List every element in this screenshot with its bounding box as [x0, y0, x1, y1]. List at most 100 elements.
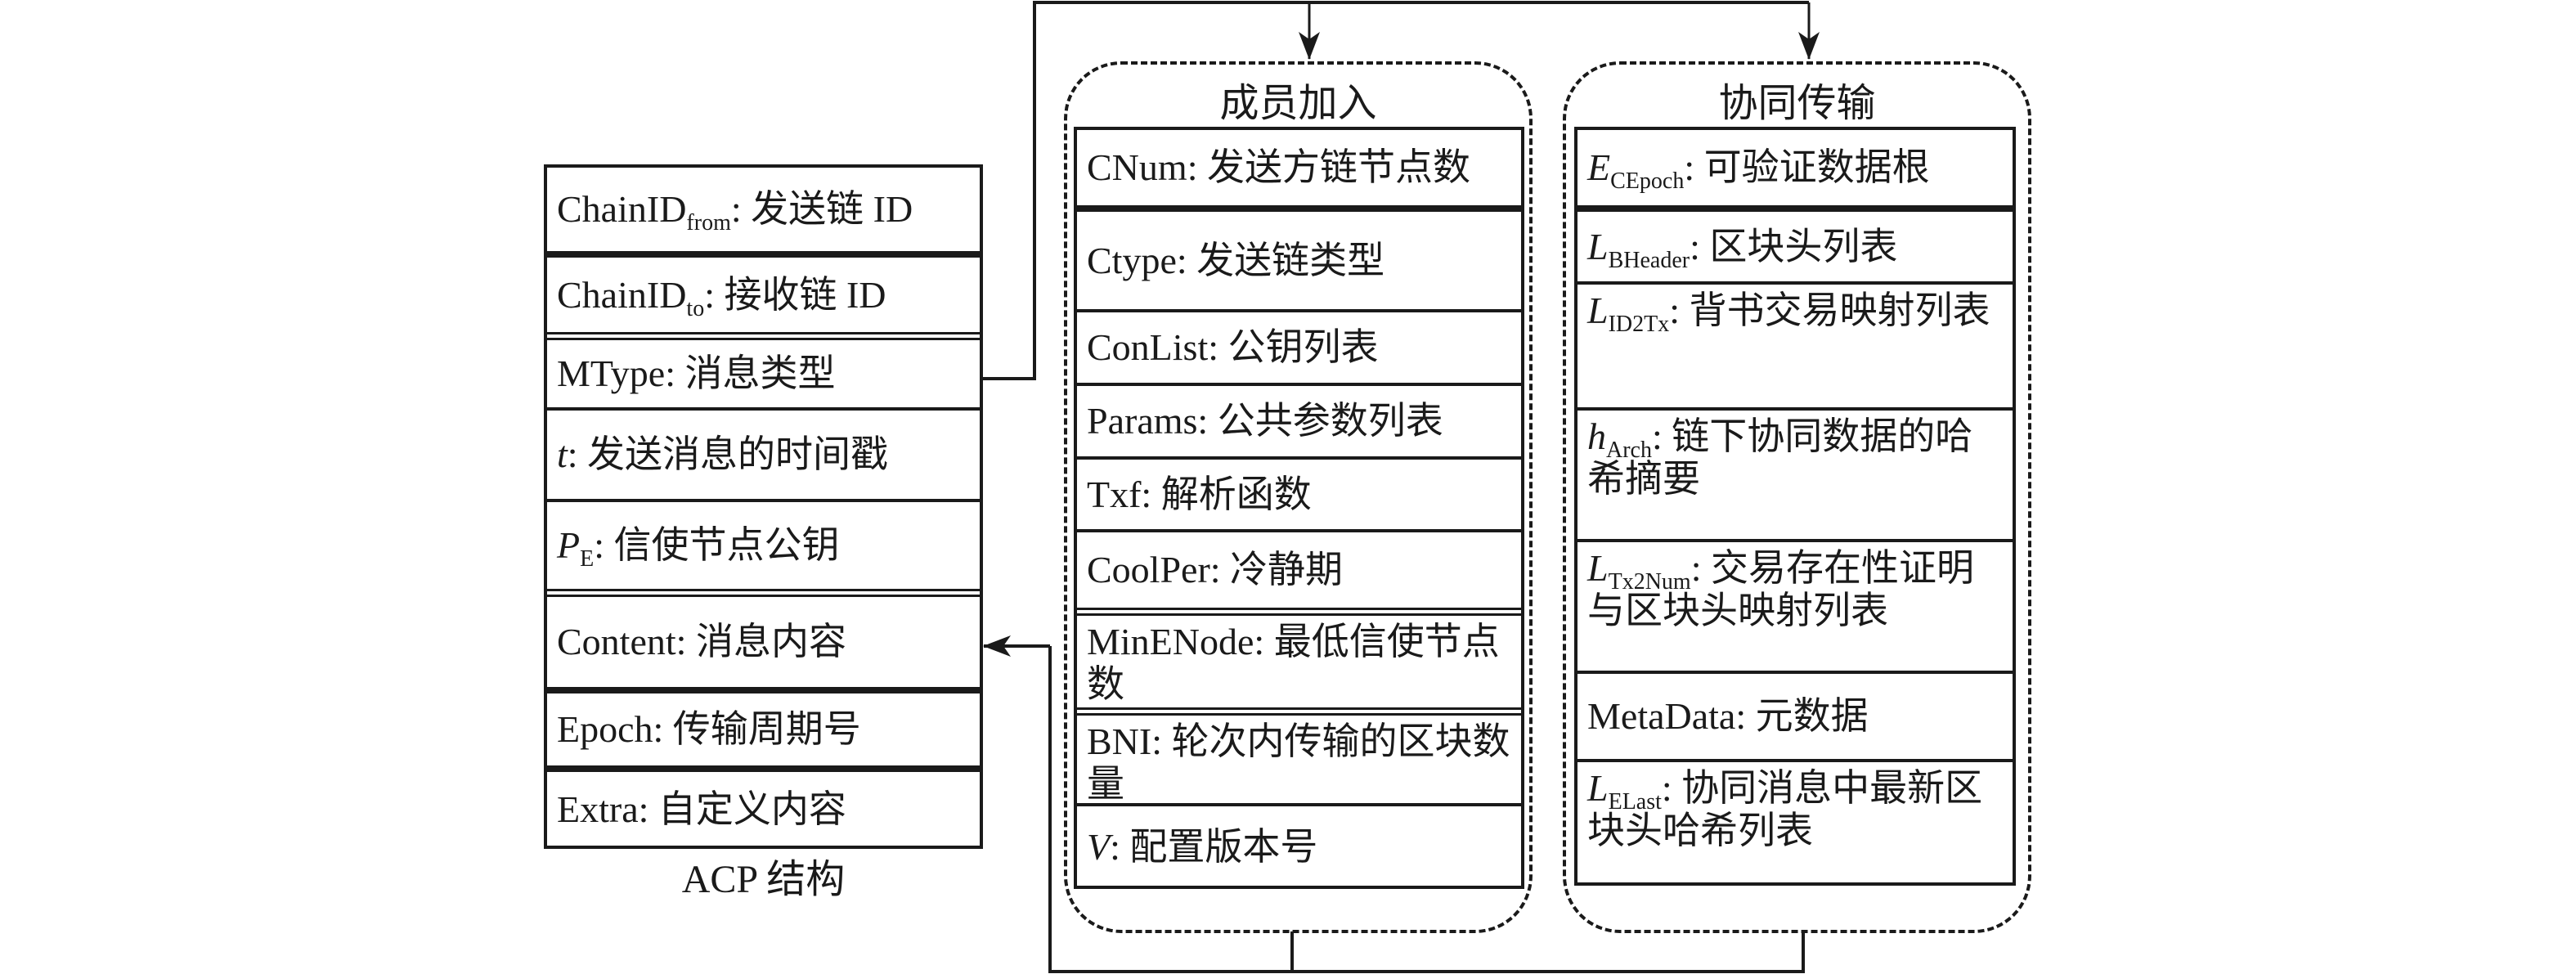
field-label: Ctype: 发送链类型: [1087, 240, 1384, 282]
field-label: ECEpoch: 可验证数据根: [1587, 146, 1930, 193]
field-name: Ctype: [1087, 239, 1177, 281]
field-row: V: 配置版本号: [1077, 803, 1521, 887]
return-connector: [1290, 931, 1805, 973]
field-name: L: [1587, 225, 1609, 267]
field-row: LBHeader: 区块头列表: [1577, 205, 2013, 281]
field-row: MinENode: 最低信使节点数: [1077, 608, 1521, 707]
field-row: ECEpoch: 可验证数据根: [1577, 130, 2013, 205]
field-row: CNum: 发送方链节点数: [1077, 130, 1521, 205]
field-row: t: 发送消息的时间戳: [547, 407, 980, 499]
field-label: ConList: 公钥列表: [1087, 326, 1379, 369]
field-description: : 区块头列表: [1690, 225, 1898, 267]
field-name: Extra: [557, 788, 639, 830]
field-label: ChainIDto: 接收链 ID: [557, 273, 886, 321]
field-name: ChainID: [557, 273, 687, 316]
acp-caption: ACP 结构: [681, 858, 846, 901]
field-name: Params: [1087, 400, 1198, 442]
field-name: Content: [557, 621, 676, 662]
field-label: LTx2Num: 交易存在性证明与区块头映射列表: [1587, 547, 2003, 632]
field-row: CoolPer: 冷静期: [1077, 529, 1521, 608]
field-name: CoolPer: [1087, 549, 1210, 590]
mtype-connector: [982, 1, 1809, 380]
field-row: LID2Tx: 背书交易映射列表: [1577, 281, 2013, 407]
field-name: ChainID: [557, 188, 687, 230]
field-subscript: CEpoch: [1610, 168, 1685, 194]
field-row: MType: 消息类型: [547, 332, 980, 407]
field-description: : 消息内容: [675, 621, 846, 662]
field-subscript: to: [686, 295, 705, 321]
field-label: CoolPer: 冷静期: [1087, 549, 1343, 591]
field-description: : 协同消息中最新区块头哈希列表: [1587, 767, 1983, 851]
member-join-panel: 成员加入: [1064, 61, 1533, 933]
field-description: : 交易存在性证明与区块头映射列表: [1587, 547, 1974, 631]
field-description: : 冷静期: [1209, 549, 1344, 590]
field-row: LTx2Num: 交易存在性证明与区块头映射列表: [1577, 539, 2013, 671]
field-label: Content: 消息内容: [557, 621, 846, 663]
field-name: Epoch: [557, 708, 653, 750]
field-subscript: BHeader: [1608, 247, 1690, 273]
field-description: : 发送消息的时间戳: [567, 433, 889, 475]
field-row: ChainIDfrom: 发送链 ID: [547, 168, 980, 251]
field-label: Epoch: 传输周期号: [557, 708, 861, 751]
field-name: E: [1587, 146, 1611, 188]
field-label: Txf: 解析函数: [1087, 474, 1312, 516]
field-row: Epoch: 传输周期号: [547, 687, 980, 765]
field-row: LELast: 协同消息中最新区块头哈希列表: [1577, 759, 2013, 884]
member-join-title: 成员加入: [1219, 82, 1377, 125]
field-label: PE: 信使节点公钥: [557, 524, 840, 571]
field-row: hArch: 链下协同数据的哈希摘要: [1577, 407, 2013, 539]
field-name: Txf: [1087, 473, 1142, 515]
field-name: t: [557, 433, 568, 475]
field-label: LBHeader: 区块头列表: [1587, 225, 1898, 272]
field-name: L: [1587, 547, 1609, 589]
field-label: BNI: 轮次内传输的区块数量: [1087, 720, 1511, 806]
field-row: Txf: 解析函数: [1077, 456, 1521, 529]
field-row: PE: 信使节点公钥: [547, 499, 980, 589]
co-transfer-panel: 协同传输: [1563, 61, 2031, 933]
field-description: : 接收链 ID: [704, 273, 886, 316]
field-description: : 链下协同数据的哈希摘要: [1587, 415, 1973, 500]
field-label: V: 配置版本号: [1087, 826, 1317, 869]
field-description: : 发送链 ID: [730, 188, 913, 230]
field-description: : 轮次内传输的区块数量: [1087, 720, 1510, 805]
field-description: : 配置版本号: [1110, 825, 1318, 868]
field-subscript: from: [686, 210, 731, 236]
field-name: MetaData: [1587, 695, 1736, 737]
field-subscript: ID2Tx: [1608, 312, 1670, 337]
field-label: hArch: 链下协同数据的哈希摘要: [1587, 415, 2003, 500]
field-label: CNum: 发送方链节点数: [1087, 146, 1470, 189]
field-label: MinENode: 最低信使节点数: [1087, 621, 1511, 706]
field-name: V: [1087, 825, 1111, 868]
field-row: ConList: 公钥列表: [1077, 309, 1521, 383]
field-description: : 传输周期号: [653, 708, 861, 750]
field-description: : 信使节点公钥: [594, 524, 840, 566]
field-name: BNI: [1087, 720, 1152, 762]
return-connector-left: [1048, 646, 1292, 973]
field-subscript: E: [580, 546, 595, 572]
field-row: Ctype: 发送链类型: [1077, 205, 1521, 309]
field-description: : 自定义内容: [638, 788, 846, 830]
field-label: Extra: 自定义内容: [557, 788, 846, 831]
member-join-table: CNum: 发送方链节点数 Ctype: 发送链类型 ConList: 公钥列表 Pa…: [1074, 127, 1524, 889]
field-name: MType: [557, 352, 666, 394]
field-row: ChainIDto: 接收链 ID: [547, 251, 980, 332]
field-description: : 解析函数: [1141, 473, 1312, 515]
field-label: Params: 公共参数列表: [1087, 400, 1443, 442]
field-label: t: 发送消息的时间戳: [557, 433, 888, 476]
field-description: : 发送方链节点数: [1187, 146, 1470, 188]
field-description: : 发送链类型: [1176, 239, 1385, 281]
field-label: LID2Tx: 背书交易映射列表: [1587, 290, 1990, 336]
field-name: L: [1587, 767, 1609, 809]
field-description: : 元数据: [1735, 695, 1869, 737]
field-name: CNum: [1087, 146, 1187, 188]
field-label: LELast: 协同消息中最新区块头哈希列表: [1587, 767, 2003, 852]
field-row: BNI: 轮次内传输的区块数量: [1077, 707, 1521, 806]
field-row: Extra: 自定义内容: [547, 765, 980, 847]
co-transfer-title: 协同传输: [1718, 82, 1876, 125]
field-label: MetaData: 元数据: [1587, 695, 1869, 738]
field-name: MinENode: [1087, 621, 1254, 662]
field-row: MetaData: 元数据: [1577, 671, 2013, 759]
